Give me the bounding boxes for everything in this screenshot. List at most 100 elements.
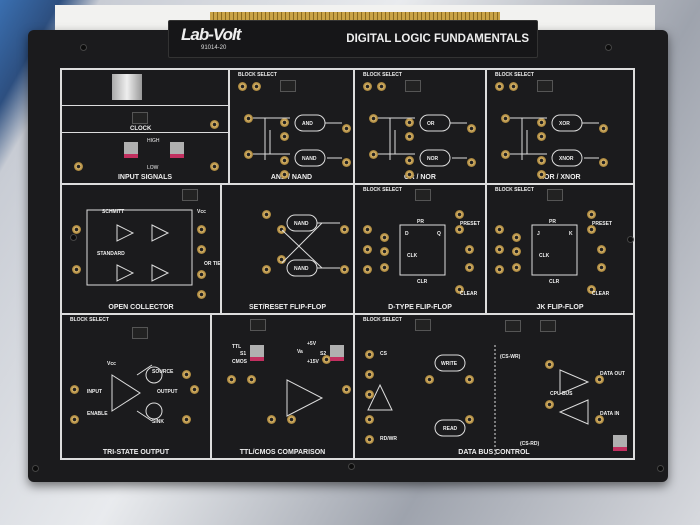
jack[interactable]	[587, 285, 596, 294]
jack[interactable]	[537, 132, 546, 141]
jack[interactable]	[380, 247, 389, 256]
input-b-jack[interactable]	[210, 162, 219, 171]
toggle-a[interactable]	[124, 142, 138, 158]
jack[interactable]	[190, 385, 199, 394]
jack[interactable]	[244, 150, 253, 159]
jack[interactable]	[247, 375, 256, 384]
ic-chip	[405, 80, 421, 92]
jack[interactable]	[340, 265, 349, 274]
jack[interactable]	[425, 375, 434, 384]
jack[interactable]	[467, 158, 476, 167]
jack[interactable]	[363, 245, 372, 254]
jack[interactable]	[455, 210, 464, 219]
jack[interactable]	[597, 245, 606, 254]
jack[interactable]	[595, 375, 604, 384]
ttl-cmos-switch[interactable]	[250, 345, 264, 361]
jack[interactable]	[587, 225, 596, 234]
s2-switch[interactable]	[330, 345, 344, 361]
jack[interactable]	[287, 415, 296, 424]
jack[interactable]	[495, 245, 504, 254]
block-label: TRI-STATE OUTPUT	[102, 449, 170, 456]
jack[interactable]	[197, 245, 206, 254]
jack[interactable]	[405, 118, 414, 127]
jack[interactable]	[277, 255, 286, 264]
jack[interactable]	[262, 210, 271, 219]
jack[interactable]	[365, 370, 374, 379]
jack[interactable]	[280, 156, 289, 165]
jack[interactable]	[512, 233, 521, 242]
jack[interactable]	[377, 82, 386, 91]
jack[interactable]	[495, 82, 504, 91]
data-in-switch[interactable]	[613, 435, 627, 451]
jack[interactable]	[465, 263, 474, 272]
jack[interactable]	[227, 375, 236, 384]
jack[interactable]	[380, 263, 389, 272]
jack[interactable]	[363, 265, 372, 274]
jack[interactable]	[512, 247, 521, 256]
jack[interactable]	[599, 158, 608, 167]
toggle-b[interactable]	[170, 142, 184, 158]
jack[interactable]	[455, 285, 464, 294]
jack[interactable]	[597, 263, 606, 272]
jack[interactable]	[363, 225, 372, 234]
jack[interactable]	[365, 415, 374, 424]
jack[interactable]	[197, 225, 206, 234]
jack[interactable]	[280, 132, 289, 141]
jack[interactable]	[322, 355, 331, 364]
jack[interactable]	[72, 265, 81, 274]
jack[interactable]	[369, 150, 378, 159]
jack[interactable]	[405, 156, 414, 165]
jack[interactable]	[405, 132, 414, 141]
jack[interactable]	[501, 114, 510, 123]
jack[interactable]	[365, 435, 374, 444]
jack[interactable]	[380, 233, 389, 242]
jack[interactable]	[495, 225, 504, 234]
jack[interactable]	[342, 158, 351, 167]
jack[interactable]	[509, 82, 518, 91]
jack[interactable]	[599, 124, 608, 133]
jack[interactable]	[465, 245, 474, 254]
jack[interactable]	[277, 225, 286, 234]
jack[interactable]	[365, 390, 374, 399]
jack[interactable]	[182, 370, 191, 379]
jack[interactable]	[280, 170, 289, 179]
jack[interactable]	[595, 415, 604, 424]
jack[interactable]	[182, 415, 191, 424]
jack[interactable]	[70, 415, 79, 424]
jack[interactable]	[537, 156, 546, 165]
jack[interactable]	[70, 385, 79, 394]
jack[interactable]	[244, 114, 253, 123]
jack[interactable]	[587, 210, 596, 219]
jack[interactable]	[267, 415, 276, 424]
jack[interactable]	[455, 225, 464, 234]
jack[interactable]	[512, 263, 521, 272]
jack[interactable]	[537, 170, 546, 179]
jack[interactable]	[197, 270, 206, 279]
jack[interactable]	[465, 375, 474, 384]
input-a-jack[interactable]	[74, 162, 83, 171]
jack[interactable]	[495, 265, 504, 274]
jack[interactable]	[537, 118, 546, 127]
jack[interactable]	[501, 150, 510, 159]
jack[interactable]	[545, 360, 554, 369]
jack[interactable]	[342, 385, 351, 394]
jack[interactable]	[342, 124, 351, 133]
jack[interactable]	[363, 82, 372, 91]
jack[interactable]	[405, 170, 414, 179]
jack[interactable]	[465, 415, 474, 424]
jack[interactable]	[252, 82, 261, 91]
jack[interactable]	[467, 124, 476, 133]
jack[interactable]	[340, 225, 349, 234]
jack[interactable]	[238, 82, 247, 91]
jack[interactable]	[262, 265, 271, 274]
jack[interactable]	[365, 350, 374, 359]
jack[interactable]	[280, 118, 289, 127]
jack[interactable]	[369, 114, 378, 123]
clock-jack[interactable]	[210, 120, 219, 129]
jack[interactable]	[72, 225, 81, 234]
jack[interactable]	[545, 400, 554, 409]
svg-text:D: D	[405, 231, 409, 237]
jack[interactable]	[197, 290, 206, 299]
